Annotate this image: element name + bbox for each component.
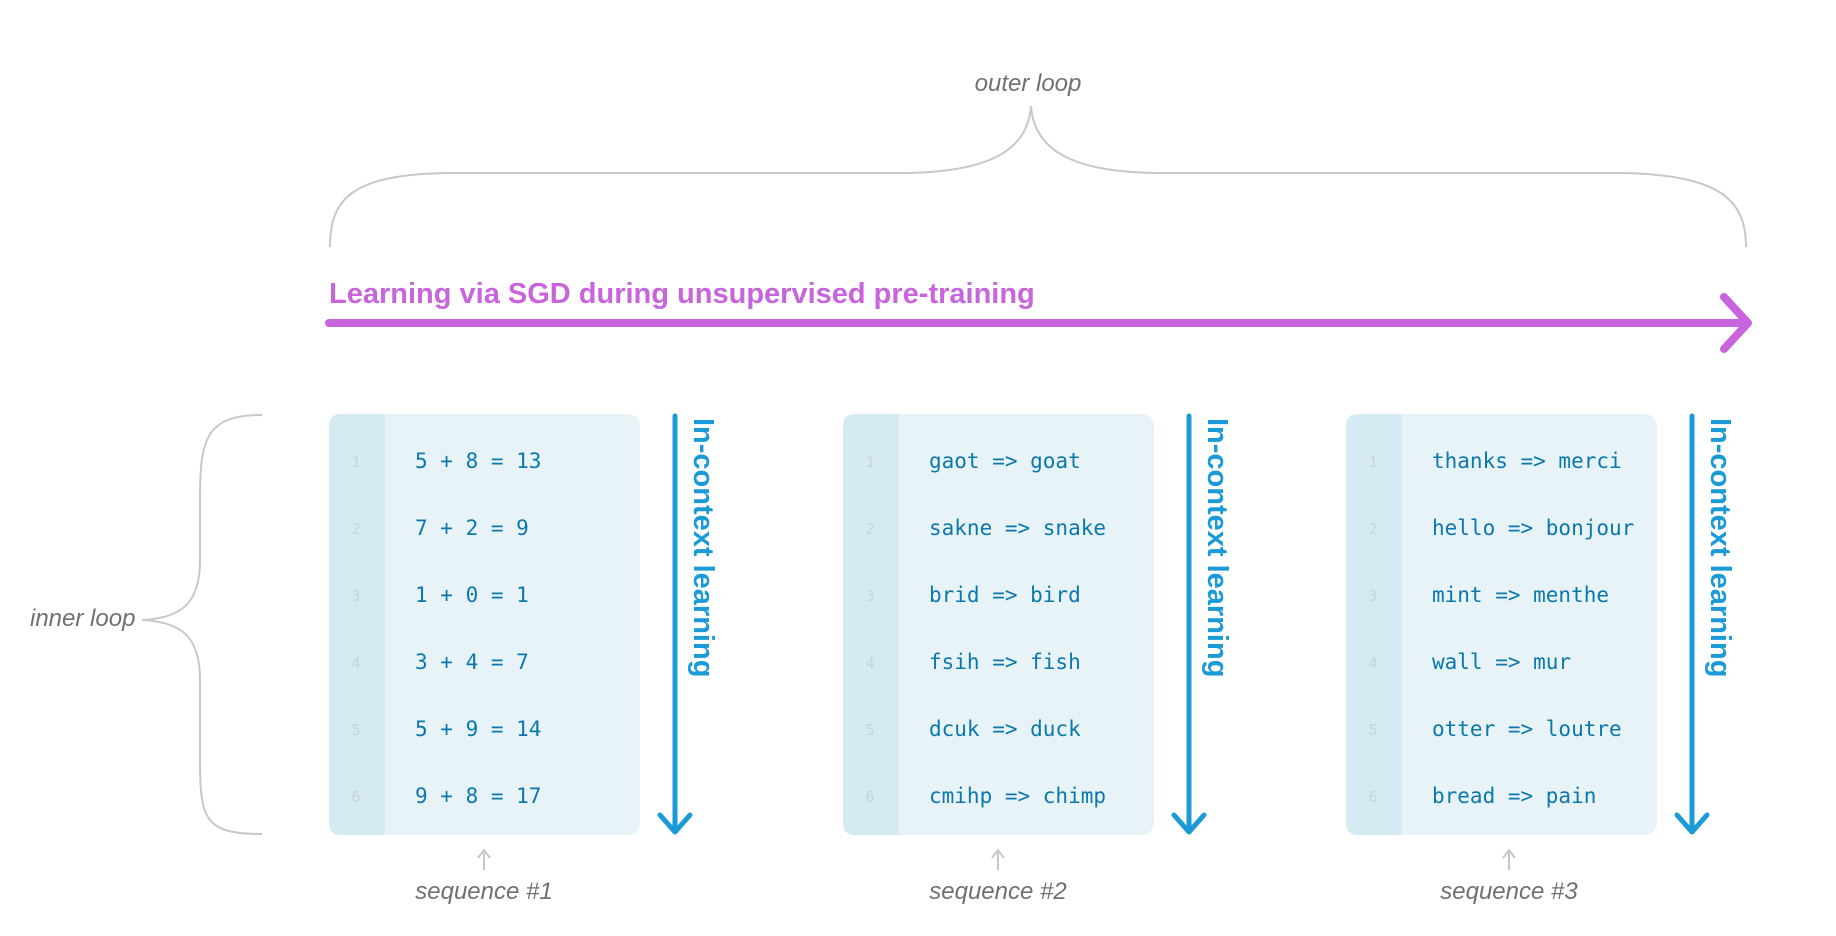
line-number: 3 xyxy=(865,587,874,605)
code-line: otter => loutre xyxy=(1432,717,1622,741)
icl-label: In-context learning xyxy=(1201,418,1233,677)
code-line: 5 + 9 = 14 xyxy=(415,717,541,741)
line-number: 4 xyxy=(865,654,874,672)
code-panel xyxy=(843,414,1154,835)
line-number: 5 xyxy=(865,721,874,739)
code-line: cmihp => chimp xyxy=(929,784,1106,808)
sequence-label: sequence #1 xyxy=(415,878,552,905)
sequence-panel-2: In-context learning sequence #2 1 gaot =… xyxy=(843,413,1233,905)
code-panel xyxy=(329,414,640,835)
pointer-arrow-head xyxy=(477,848,491,859)
line-number: 1 xyxy=(1368,453,1377,471)
line-number: 6 xyxy=(865,788,874,806)
code-line: 3 + 4 = 7 xyxy=(415,650,529,674)
icl-arrow-head xyxy=(657,812,693,835)
sgd-arrow-head xyxy=(1720,293,1752,353)
outer-loop-label: outer loop xyxy=(975,70,1082,97)
line-number: 3 xyxy=(351,587,360,605)
line-number: 2 xyxy=(865,520,874,538)
line-number: 4 xyxy=(1368,654,1377,672)
line-number: 6 xyxy=(1368,788,1377,806)
inner-loop-brace xyxy=(141,414,263,835)
code-line: brid => bird xyxy=(929,583,1081,607)
code-line: mint => menthe xyxy=(1432,583,1609,607)
icl-label: In-context learning xyxy=(1704,418,1736,677)
icl-label: In-context learning xyxy=(687,418,719,677)
line-gutter xyxy=(843,414,899,835)
line-number: 3 xyxy=(1368,587,1377,605)
code-line: hello => bonjour xyxy=(1432,516,1634,540)
sequence-panel-3: In-context learning sequence #3 1 thanks… xyxy=(1346,413,1736,905)
code-panel xyxy=(1346,414,1657,835)
line-number: 6 xyxy=(351,788,360,806)
line-number: 5 xyxy=(351,721,360,739)
line-number: 5 xyxy=(1368,721,1377,739)
line-number: 2 xyxy=(351,520,360,538)
pointer-arrow-head xyxy=(1502,848,1516,859)
code-line: bread => pain xyxy=(1432,784,1596,808)
line-number: 2 xyxy=(1368,520,1377,538)
sgd-title: Learning via SGD during unsupervised pre… xyxy=(329,278,1035,310)
icl-arrow-head xyxy=(1171,812,1207,835)
line-gutter xyxy=(329,414,385,835)
line-gutter xyxy=(1346,414,1402,835)
sequence-label: sequence #3 xyxy=(1440,878,1578,905)
sequence-label: sequence #2 xyxy=(929,878,1066,905)
code-line: sakne => snake xyxy=(929,516,1106,540)
inner-loop-label: inner loop xyxy=(30,605,135,632)
code-line: 9 + 8 = 17 xyxy=(415,784,541,808)
code-line: dcuk => duck xyxy=(929,717,1081,741)
code-line: thanks => merci xyxy=(1432,449,1622,473)
code-line: wall => mur xyxy=(1432,650,1571,674)
code-line: fsih => fish xyxy=(929,650,1081,674)
pointer-arrow-head xyxy=(991,848,1005,859)
sequence-panel-1: In-context learning sequence #1 1 5 + 8 … xyxy=(329,413,719,905)
code-line: 5 + 8 = 13 xyxy=(415,449,541,473)
icl-arrow-head xyxy=(1674,812,1710,835)
code-line: 1 + 0 = 1 xyxy=(415,583,529,607)
line-number: 1 xyxy=(865,453,874,471)
line-number: 4 xyxy=(351,654,360,672)
code-line: 7 + 2 = 9 xyxy=(415,516,529,540)
code-line: gaot => goat xyxy=(929,449,1081,473)
outer-loop-brace xyxy=(329,105,1747,248)
line-number: 1 xyxy=(351,453,360,471)
